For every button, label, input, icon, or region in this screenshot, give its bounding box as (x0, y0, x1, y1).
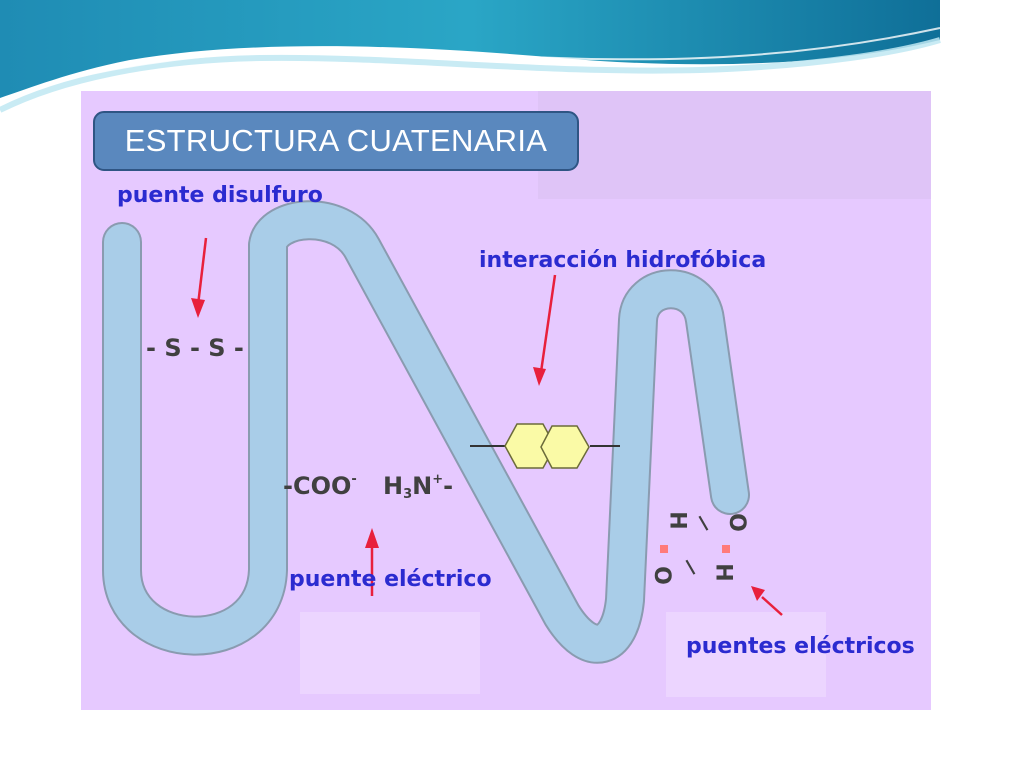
panel-shade-1 (538, 91, 931, 199)
header-wave (0, 0, 940, 98)
arrows (191, 237, 783, 616)
carboxylate-group: -COO- (283, 472, 357, 500)
arrow-electric-bridges (761, 596, 783, 616)
hexagon-left (504, 423, 556, 469)
label-hydrophobic-interaction: interacción hidrofóbica (479, 248, 767, 273)
header-wave-highlight (0, 37, 941, 113)
protein-chain (102, 200, 750, 664)
amine-charge: + (432, 472, 444, 487)
panel-shade-3 (666, 612, 826, 697)
h-bond-h-bottom: H (710, 563, 736, 582)
panel-shade-2 (300, 612, 480, 694)
protein-chain-body (104, 202, 748, 662)
arrow-disulfide (196, 237, 208, 306)
disulfide-group: - S - S - (146, 334, 244, 362)
arrow-hydrophobic (539, 274, 557, 373)
header-wave-line (0, 27, 941, 101)
amine-group: H3N+- (383, 472, 453, 502)
h-bond-o-right: O (723, 513, 749, 532)
partial-charge-dot-right (722, 545, 730, 553)
arrowhead-hydrophobic (533, 367, 546, 386)
arrowhead-disulfide (191, 298, 205, 318)
h-bond-o-left: O (648, 566, 674, 585)
amine-suffix: - (443, 472, 454, 500)
carboxylate-text: -COO (283, 472, 352, 500)
hexagon-right (540, 425, 590, 469)
carboxylate-charge: - (351, 472, 357, 487)
label-disulfide-bridge: puente disulfuro (117, 183, 323, 208)
arrowhead-electric-bridges (751, 586, 765, 601)
amine-n: N (412, 472, 433, 500)
label-electric-bridge: puente eléctrico (289, 567, 492, 592)
amine-h: H (383, 472, 404, 500)
amine-sub: 3 (403, 487, 413, 502)
label-electric-bridges: puentes eléctricos (686, 634, 915, 659)
slide-title: ESTRUCTURA CUATENARIA (93, 111, 579, 171)
arrowhead-electric (365, 528, 379, 548)
h-bond-h-top: H (664, 511, 690, 530)
partial-charge-dot-left (660, 545, 668, 553)
